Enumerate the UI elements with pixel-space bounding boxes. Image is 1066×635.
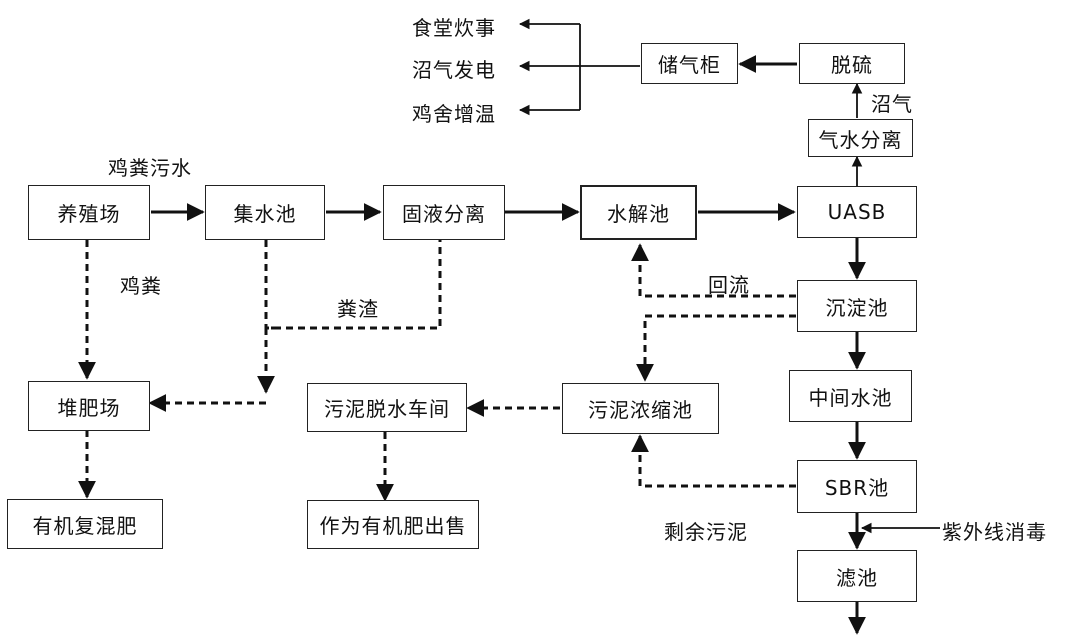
- node-middle-water-pool: 中间水池: [789, 370, 912, 422]
- arrow-sediment-to-thicken: [636, 314, 796, 382]
- node-collect-pool: 集水池: [205, 185, 325, 240]
- node-sbr-pool: SBR池: [797, 460, 917, 513]
- label-manure-residue: 粪渣: [337, 297, 379, 321]
- node-organic-compound-fertilizer: 有机复混肥: [7, 499, 163, 549]
- label-use-biogas-power: 沼气发电: [412, 58, 496, 82]
- arrow-residue-collect: [264, 240, 442, 330]
- label-chicken-manure: 鸡粪: [120, 274, 162, 298]
- node-sedimentation-pool: 沉淀池: [797, 280, 917, 332]
- node-gas-water-separation: 气水分离: [808, 119, 913, 157]
- node-hydrolysis-pool: 水解池: [580, 185, 697, 240]
- node-solid-liquid-separation: 固液分离: [383, 185, 505, 240]
- node-filter-pool: 滤池: [797, 550, 917, 602]
- node-uasb: UASB: [797, 186, 917, 238]
- label-use-canteen: 食堂炊事: [412, 16, 496, 40]
- node-desulfurization: 脱硫: [799, 43, 905, 84]
- node-sell-as-organic-fertilizer: 作为有机肥出售: [307, 500, 479, 549]
- label-manure-wastewater: 鸡粪污水: [108, 156, 192, 180]
- node-farm: 养殖场: [28, 185, 150, 240]
- label-reflux: 回流: [708, 273, 750, 297]
- arrow-excess-sludge: [631, 434, 796, 488]
- arrow-reflux: [631, 243, 796, 298]
- node-compost-yard: 堆肥场: [28, 381, 150, 431]
- node-sludge-dewatering-workshop: 污泥脱水车间: [307, 383, 467, 432]
- label-excess-sludge: 剩余污泥: [664, 520, 748, 544]
- label-uv-disinfection: 紫外线消毒: [942, 520, 1047, 544]
- label-biogas: 沼气: [871, 92, 913, 116]
- node-gas-holder: 储气柜: [641, 43, 738, 84]
- label-use-henhouse-heating: 鸡舍增温: [412, 102, 496, 126]
- node-sludge-thickening-pool: 污泥浓缩池: [562, 383, 719, 434]
